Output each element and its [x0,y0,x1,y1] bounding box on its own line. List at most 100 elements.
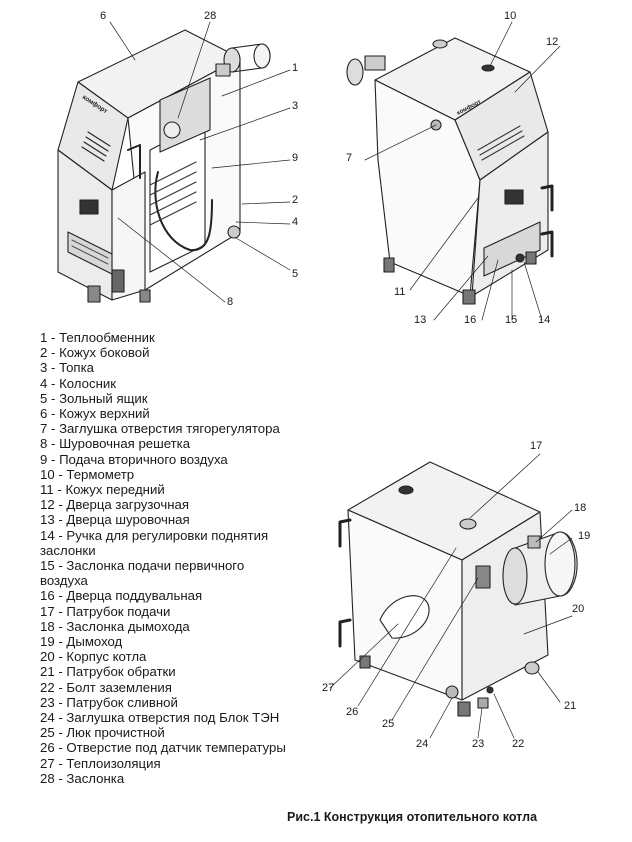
legend-item: 12 - Дверца загрузочная [40,497,290,512]
legend-text: Топка [59,360,94,376]
legend-number: 21 [40,664,55,680]
legend-item: 28 - Заслонка [40,771,290,786]
legend-separator: - [47,390,60,406]
legend-separator: - [54,770,67,786]
legend-number: 12 [40,497,55,513]
leaders-figure-cutaway [109,21,291,303]
legend-separator: - [47,330,60,345]
legend-text: Болт заземления [66,679,172,695]
legend-number: 7 [40,421,48,437]
legend-item: 23 - Патрубок сливной [40,695,290,710]
legend-number: 9 [40,451,48,467]
legend-item: 4 - Колосник [40,376,290,391]
legend-separator: - [47,421,60,437]
legend-item: 16 - Дверца поддувальная [40,588,290,603]
legend-separator: - [54,755,67,771]
legend-text: Дверца поддувальная [66,588,203,604]
callout-22: 22 [512,738,525,750]
figure-front: комфорт [346,37,554,305]
legend-separator: - [54,679,67,695]
legend-text: Патрубок обратки [66,664,176,680]
legend-number: 17 [40,603,55,619]
callout-14: 14 [538,314,551,326]
callout-16: 16 [464,314,477,326]
legend-text: Дымоход [66,634,123,650]
legend-number: 10 [40,466,55,482]
callout-12: 12 [546,36,559,48]
legend-item: 24 - Заглушка отверстия под Блок ТЭН [40,710,290,725]
callout-19: 19 [578,530,591,542]
legend-number: 3 [40,360,48,376]
legend-item: 26 - Отверстие под датчик температуры [40,740,290,755]
legend-item: 25 - Люк прочистной [40,725,290,740]
legend-number: 26 [40,740,55,756]
callout-7: 7 [346,152,353,164]
leaders-figure-front [364,21,561,321]
legend-text: Подача вторичного воздуха [59,451,228,467]
callout-23: 23 [472,738,485,750]
legend-item: 17 - Патрубок подачи [40,604,290,619]
legend-separator: - [54,649,67,665]
callout-11: 11 [394,286,406,298]
legend-number: 24 [40,710,55,726]
legend-separator: - [54,527,67,543]
legend-number: 13 [40,512,55,528]
callout-8: 8 [227,296,234,308]
legend-text: Теплообменник [59,330,155,345]
legend-item: 11 - Кожух передний [40,482,290,497]
legend-separator: - [54,603,67,619]
callout-28: 28 [204,10,217,22]
legend-text: Дверца шуровочная [66,512,190,528]
legend-text: Колосник [59,375,116,391]
legend-item: 8 - Шуровочная решетка [40,436,290,451]
figure-cutaway: комфорт [57,29,271,303]
legend-separator: - [54,725,67,741]
legend-text: Ручка для регулировки поднятия заслонки [40,527,269,558]
legend-text: Корпус котла [66,649,147,665]
legend-number: 20 [40,649,55,665]
legend-number: 27 [40,755,55,771]
legend-separator: - [54,664,67,680]
legend-item: 19 - Дымоход [40,634,290,649]
legend-text: Патрубок подачи [66,603,171,619]
legend-text: Отверстие под датчик температуры [66,740,286,756]
legend-item: 13 - Дверца шуровочная [40,512,290,527]
callout-17: 17 [530,440,543,452]
callout-21: 21 [564,700,577,712]
legend-item: 22 - Болт заземления [40,680,290,695]
vent-slots [81,131,111,162]
legend-separator: - [47,436,60,452]
legend-number: 25 [40,725,55,741]
legend-number: 6 [40,406,48,422]
callout-20: 20 [572,603,585,615]
legend-text: Кожух передний [65,482,165,498]
callout-6: 6 [100,10,107,22]
legend-separator: - [54,618,67,634]
legend-number: 1 [40,330,48,345]
legend-number: 8 [40,436,48,452]
callout-2: 2 [292,194,299,206]
legend-item: 2 - Кожух боковой [40,345,290,360]
callout-24: 24 [416,738,429,750]
legend-item: 21 - Патрубок обратки [40,664,290,679]
legend-text: Термометр [66,466,135,482]
legend-separator: - [54,634,67,650]
legend-item: 14 - Ручка для регулировки поднятия засл… [40,528,290,558]
legend-separator: - [47,345,60,361]
legend-separator: - [54,710,67,726]
legend-item: 10 - Термометр [40,467,290,482]
legend-text: Кожух верхний [59,406,150,422]
legend-number: 4 [40,375,48,391]
legend-separator: - [54,588,67,604]
callout-9: 9 [292,152,299,164]
callout-27: 27 [322,682,335,694]
legend-item: 18 - Заслонка дымохода [40,619,290,634]
legend-item: 9 - Подача вторичного воздуха [40,452,290,467]
callout-13: 13 [414,314,427,326]
legend-number: 2 [40,345,48,361]
figure-rear [338,461,578,717]
callout-5: 5 [292,268,299,280]
legend-separator: - [47,406,60,422]
legend-text: Заглушка отверстия под Блок ТЭН [66,710,280,726]
